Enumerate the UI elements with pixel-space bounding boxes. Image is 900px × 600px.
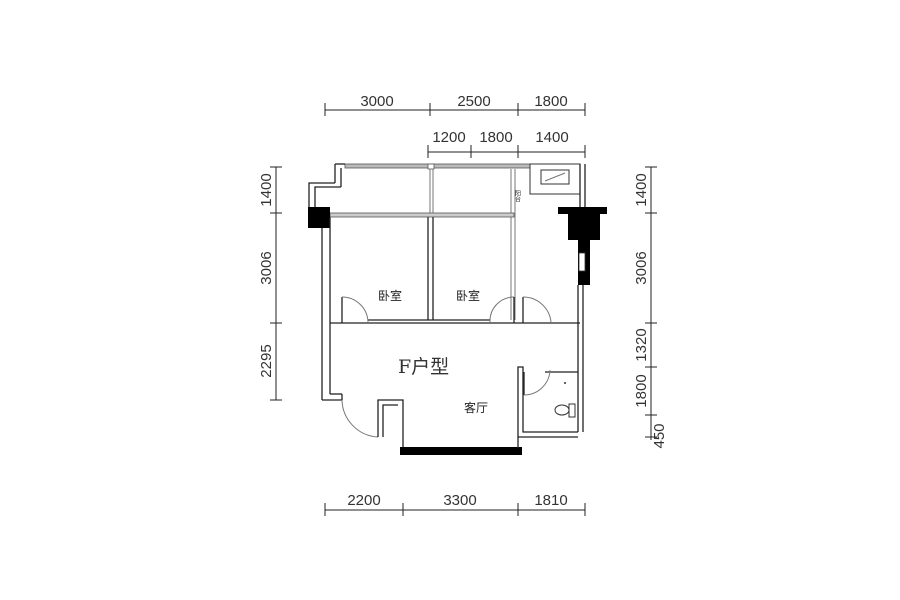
dim-label: 1800 <box>479 129 512 146</box>
dim-label: 2500 <box>457 93 490 110</box>
dim-label: 1400 <box>258 173 275 206</box>
dim-label: 3000 <box>360 93 393 110</box>
dim-label: 1200 <box>432 129 465 146</box>
dimension-top-outer: 3000 2500 1800 <box>324 93 586 116</box>
dim-label: 2200 <box>347 492 380 509</box>
room-label-living-room: 客厅 <box>464 400 488 415</box>
room-label-bedroom: 卧室 <box>378 288 402 303</box>
dim-label: 3300 <box>443 492 476 509</box>
dim-label: 1800 <box>534 93 567 110</box>
dim-label: 1810 <box>534 492 567 509</box>
dimension-left: 1400 3006 2295 <box>258 166 282 401</box>
dim-label: 1800 <box>633 374 650 407</box>
dimension-top-inner: 1200 1800 1400 <box>427 129 586 158</box>
room-label-balcony: 阳台 <box>514 189 521 203</box>
room-label-bedroom: 卧室 <box>456 288 480 303</box>
dim-label: 3006 <box>633 251 650 284</box>
dimension-right: 1400 3006 1320 1800 450 <box>633 166 668 449</box>
dim-label: 1320 <box>633 328 650 361</box>
dim-label: 1400 <box>633 173 650 206</box>
plan-title: F户型 <box>398 356 449 378</box>
dimension-bottom: 2200 3300 1810 <box>324 492 586 516</box>
walls <box>308 163 607 455</box>
dim-label: 450 <box>651 423 668 448</box>
dim-label: 2295 <box>258 344 275 377</box>
dim-label: 1400 <box>535 129 568 146</box>
dim-label: 3006 <box>258 251 275 284</box>
